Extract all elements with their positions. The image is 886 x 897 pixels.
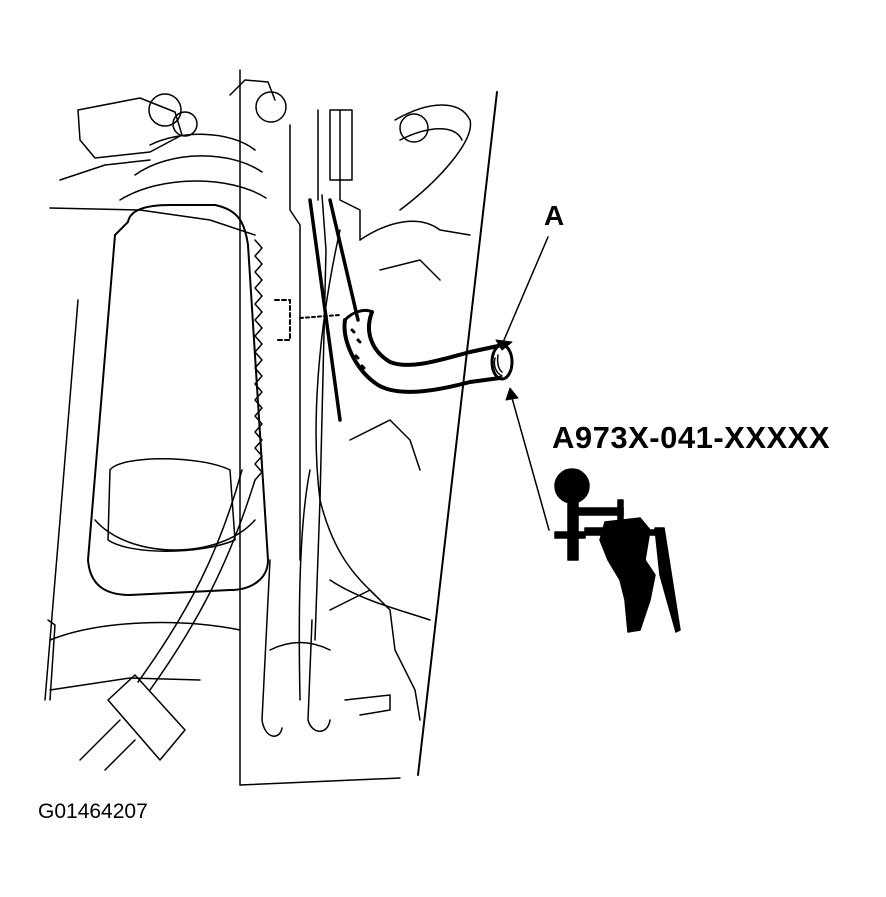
tool-part-number: A973X-041-XXXXX (552, 420, 831, 455)
figure-id: G01464207 (38, 800, 148, 823)
vacuum-pump-icon (554, 468, 681, 633)
callout-label-a: A (544, 200, 565, 231)
